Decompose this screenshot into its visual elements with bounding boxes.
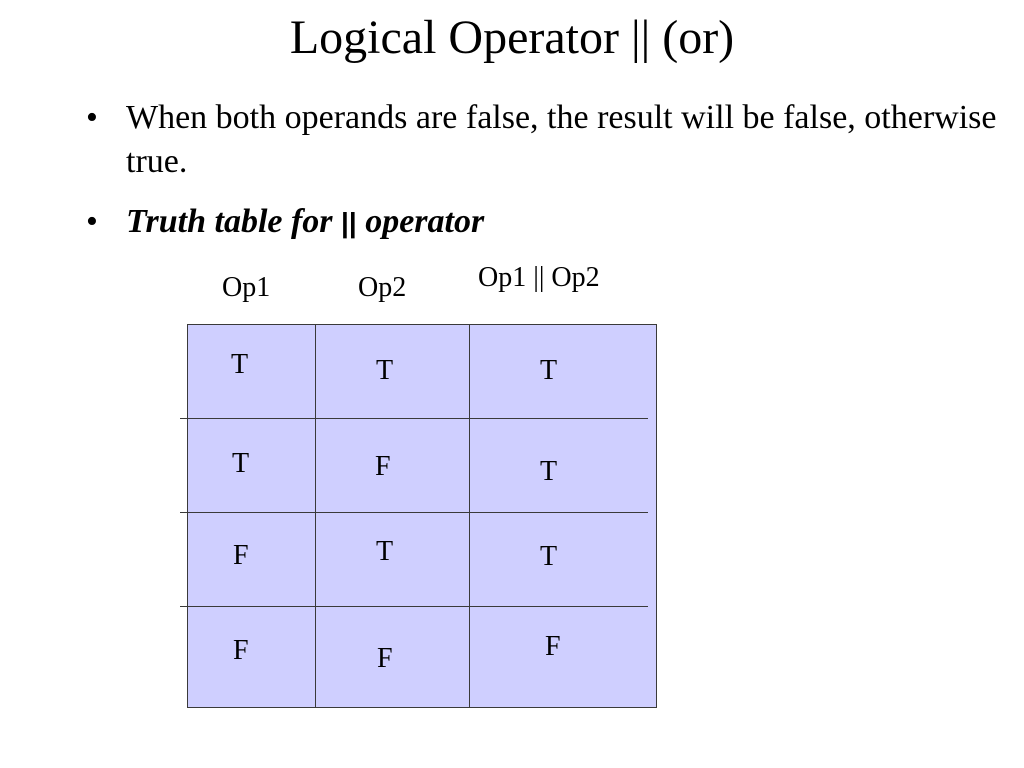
- bullet-text-before: Truth table for: [126, 203, 342, 240]
- truth-table: T T T T F T F T T F F F: [180, 324, 657, 708]
- column-header-result: Op1 || Op2: [478, 262, 600, 293]
- table-cell: T: [540, 355, 558, 386]
- table-cell: T: [376, 355, 394, 386]
- table-cell: F: [233, 540, 249, 571]
- column-divider: [315, 325, 316, 707]
- table-cell: T: [376, 536, 394, 567]
- slide-title: Logical Operator || (or): [289, 11, 735, 64]
- table-cell: T: [232, 448, 250, 479]
- row-divider: [180, 606, 648, 607]
- column-header-op1: Op1: [222, 272, 271, 303]
- bullet-text-after: operator: [356, 203, 485, 240]
- column-divider: [469, 325, 470, 707]
- bullet-text: Truth table for || operator: [126, 200, 484, 245]
- table-cell: F: [545, 631, 561, 662]
- column-header-op2: Op2: [358, 272, 407, 303]
- bullet-marker: •: [86, 99, 98, 136]
- operator-symbol: ||: [341, 207, 357, 238]
- row-divider: [180, 418, 648, 419]
- table-cell: F: [377, 643, 393, 674]
- bullet-text: When both operands are false, the result…: [126, 99, 997, 180]
- table-cell: F: [233, 635, 249, 666]
- table-cell: F: [375, 451, 391, 482]
- table-cell: T: [231, 349, 249, 380]
- table-cell: T: [540, 541, 558, 572]
- bullet-marker: •: [86, 203, 98, 240]
- row-divider: [180, 512, 648, 513]
- table-cell: T: [540, 456, 558, 487]
